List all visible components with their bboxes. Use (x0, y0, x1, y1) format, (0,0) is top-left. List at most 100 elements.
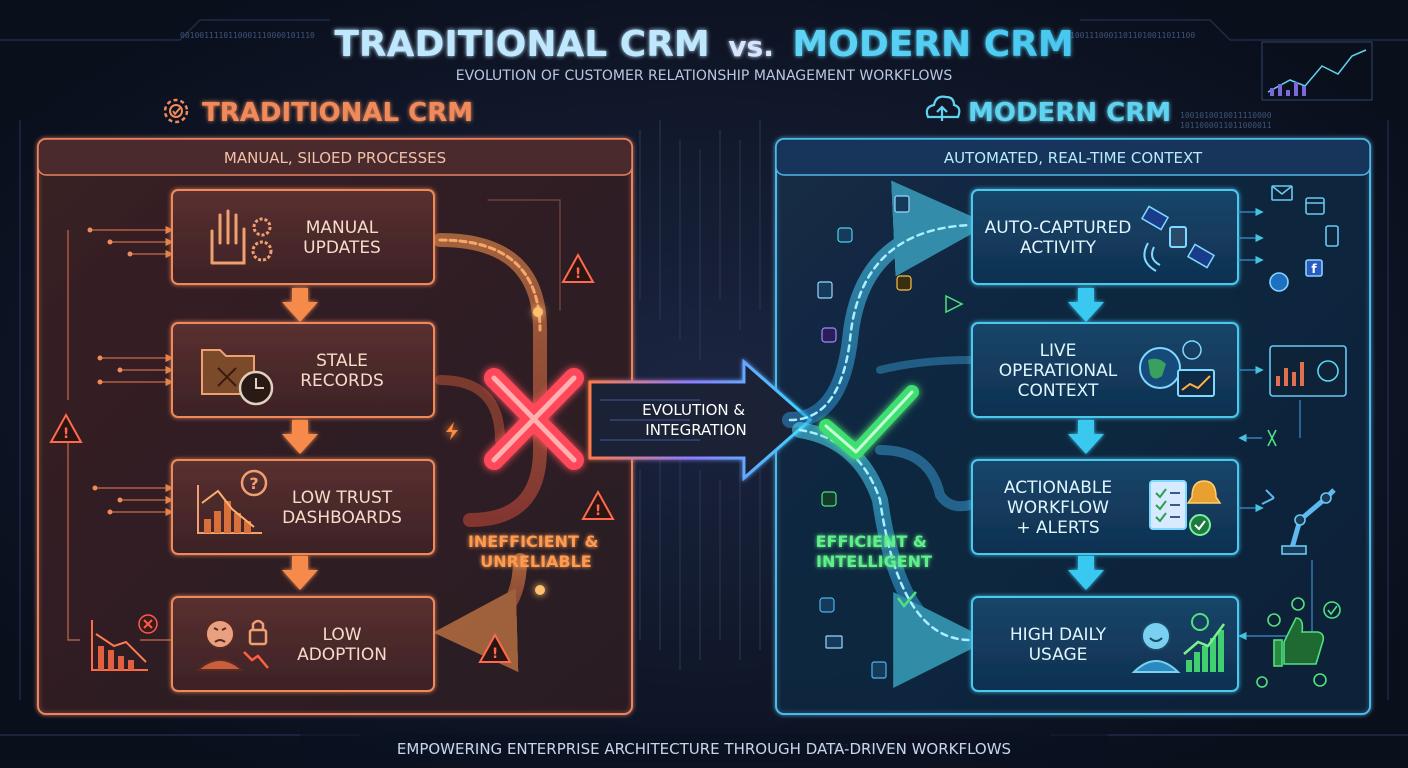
footer-band (300, 734, 1108, 762)
mini-line-chart-decoration (1261, 41, 1373, 101)
subtitle: EVOLUTION OF CUSTOMER RELATIONSHIP MANAG… (456, 68, 953, 84)
step-label-line: DASHBOARDS (282, 508, 402, 528)
modern-heading-text: MODERN CRM (968, 98, 1171, 128)
traditional-down-arrows (282, 288, 318, 590)
frustrated-user-icon (195, 619, 269, 671)
svg-text:0010011110110001110000101110: 0010011110110001110000101110 (180, 31, 315, 40)
thumbs-up-icon (1273, 617, 1325, 667)
step-label-line: RECORDS (300, 371, 384, 391)
step-label-line: OPERATIONAL (999, 361, 1118, 381)
broken-bar-chart-icon (91, 614, 158, 671)
warning-icons-left: ! ! ! ! (49, 252, 615, 663)
svg-text:10011100011011010011011100: 10011100011011010011011100 (1070, 31, 1195, 40)
traditional-connector-lines (67, 225, 174, 641)
robot-arm-icon (1261, 488, 1336, 555)
modern-down-arrows (1068, 288, 1104, 590)
dashboard-monitor-icon (1269, 345, 1347, 397)
evolution-arrow (588, 358, 813, 482)
step-label-line: LOW TRUST (292, 488, 393, 508)
warning-icon: ! (49, 412, 83, 443)
gear-check-icon (163, 98, 189, 124)
success-check-icon (819, 385, 919, 459)
step-label-line: ADOPTION (297, 645, 387, 665)
phone-icon (1325, 225, 1339, 247)
svg-text:f: f (1311, 262, 1317, 276)
workflow-node-icon (1267, 429, 1277, 447)
note-icon (896, 275, 912, 291)
modern-side-icons: f (1256, 185, 1347, 688)
modern-heading: MODERN CRM (925, 95, 1171, 128)
modern-verdict-line-2: INTELLIGENT (816, 552, 932, 571)
message-icon (821, 491, 837, 507)
checklist-bell-icon (1149, 480, 1222, 536)
modern-panel-label: AUTOMATED, REAL-TIME CONTEXT (944, 149, 1203, 167)
globe-analytics-icon (1139, 340, 1215, 397)
step-label-line: ACTIVITY (1020, 238, 1097, 258)
step-label-line: HIGH DAILY (1010, 625, 1107, 645)
step-label-line: AUTO-CAPTURED (985, 218, 1132, 238)
check-badges (1256, 597, 1341, 688)
sync-icon (821, 327, 837, 343)
email-small-icon (825, 635, 843, 649)
facebook-icon: f (1305, 259, 1323, 277)
folder-clock-icon (201, 349, 274, 406)
email-icon (1271, 185, 1293, 201)
evolution-label: EVOLUTION & INTEGRATION (642, 401, 750, 439)
svg-text:!: ! (595, 503, 601, 519)
svg-text:!: ! (492, 646, 498, 662)
document-icon (894, 195, 910, 213)
report-icon (871, 661, 887, 679)
title-traditional: TRADITIONAL CRM (334, 24, 709, 65)
connector-dots-left (87, 227, 133, 515)
calendar-icon (1305, 197, 1325, 215)
traditional-verdict-line-1: INEFFICIENT & (468, 532, 599, 551)
cloud-upload-icon (925, 95, 961, 121)
step-label-line: CONTEXT (1018, 381, 1099, 401)
title-vs: vs. (728, 30, 774, 63)
fail-x-icon (484, 368, 584, 470)
traditional-heading-text: TRADITIONAL CRM (202, 98, 473, 128)
modern-small-app-icons (817, 195, 964, 679)
modern-verdict-line-1: EFFICIENT & (816, 532, 927, 551)
step-label-line: MANUAL (306, 218, 379, 238)
modern-verdict: EFFICIENT & INTELLIGENT (816, 532, 933, 571)
step-label-line: LIVE (1040, 341, 1077, 361)
warning-icon: ! (478, 632, 512, 663)
svg-text:!: ! (575, 266, 581, 282)
happy-user-chart-icon (1131, 613, 1226, 673)
evolution-label-line-1: EVOLUTION & (642, 401, 745, 419)
step-label-line: LOW (322, 625, 361, 645)
step-label-line: STALE (316, 351, 368, 371)
evolution-label-line-2: INTEGRATION (645, 421, 746, 439)
step-label-line: + ALERTS (1016, 518, 1099, 538)
traditional-panel-label: MANUAL, SILOED PROCESSES (224, 149, 446, 167)
title-modern: MODERN CRM (792, 24, 1073, 65)
warning-icon: ! (561, 252, 595, 283)
circuit-traces-background (0, 19, 1408, 736)
traditional-verdict-line-2: UNRELIABLE (480, 552, 591, 571)
step-label-line: ACTIONABLE (1004, 478, 1112, 498)
step-label-line: UPDATES (303, 238, 381, 258)
step-label-line: WORKFLOW (1007, 498, 1109, 518)
svg-text:1001010010011110000: 1001010010011110000 (1180, 111, 1272, 120)
svg-text:?: ? (249, 474, 258, 493)
warning-icon: ! (581, 489, 615, 520)
send-icon (945, 294, 964, 314)
